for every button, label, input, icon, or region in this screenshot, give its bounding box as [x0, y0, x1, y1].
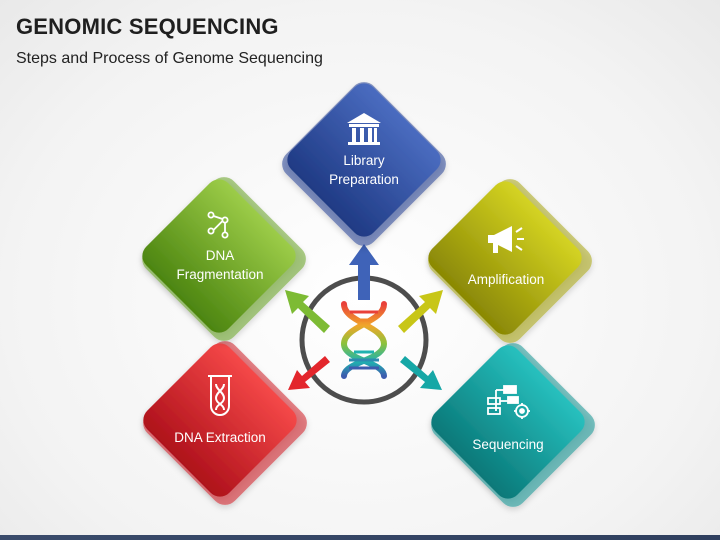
step-amplification — [428, 179, 592, 343]
step-dna-fragmentation — [142, 177, 306, 341]
bottom-accent-bar — [0, 535, 720, 540]
megaphone-icon — [488, 226, 524, 253]
arrow-upper-right — [398, 290, 443, 333]
page-subtitle: Steps and Process of Genome Sequencing — [16, 50, 323, 67]
step-library-line1: Library — [343, 153, 385, 168]
step-dna-extraction — [143, 341, 307, 505]
molecule-nodes-icon — [207, 211, 229, 239]
flowchart-gear-icon — [487, 385, 530, 419]
step-sequencing-label: Sequencing — [472, 437, 543, 452]
step-library-line2: Preparation — [329, 172, 399, 187]
arrow-lower-right — [400, 356, 442, 390]
step-fragmentation-line1: DNA — [206, 248, 235, 263]
library-building-icon — [347, 113, 381, 145]
step-sequencing — [431, 343, 595, 507]
arrow-upper-left — [285, 290, 330, 333]
arrow-up — [349, 244, 379, 300]
dna-helix-icon — [340, 301, 388, 379]
step-fragmentation-line2: Fragmentation — [176, 267, 263, 282]
test-tube-dna-icon — [208, 375, 232, 416]
step-extraction-label: DNA Extraction — [174, 430, 266, 445]
step-amplification-label: Amplification — [468, 272, 545, 287]
step-library-preparation — [282, 82, 446, 246]
page-title: GENOMIC SEQUENCING — [16, 14, 279, 39]
arrow-lower-left — [288, 356, 330, 390]
